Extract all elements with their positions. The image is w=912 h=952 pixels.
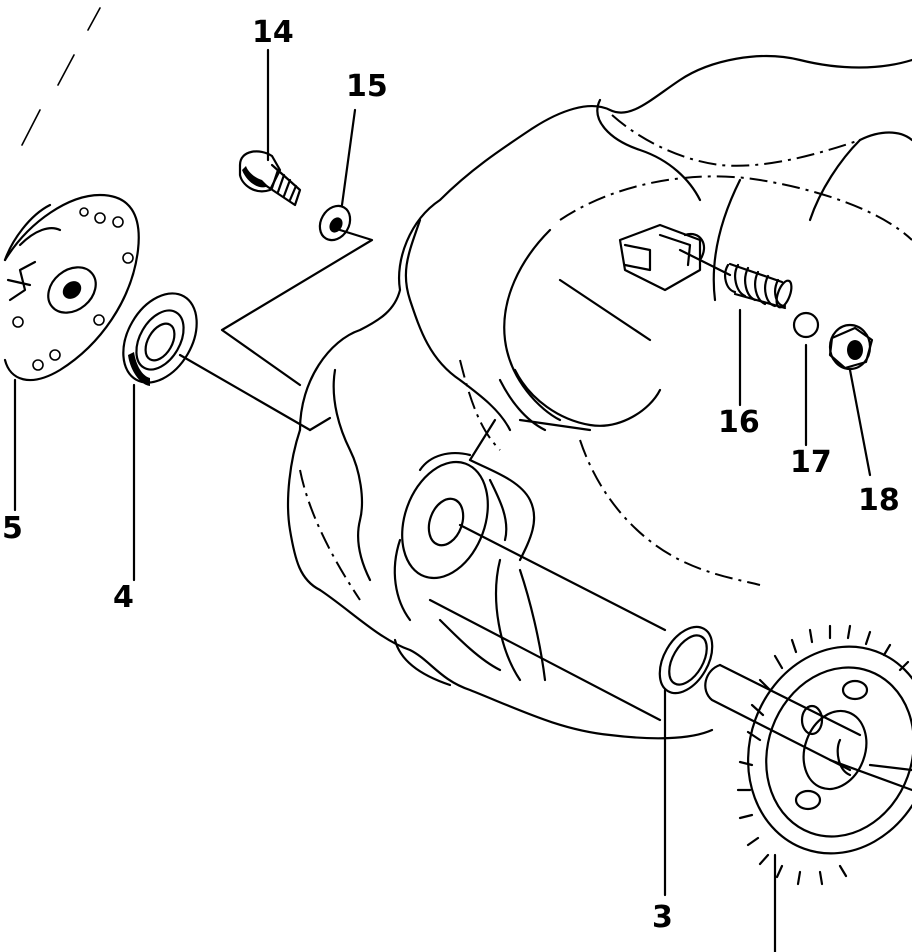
callout-14: 14 xyxy=(252,15,294,50)
bolt-part-14 xyxy=(238,48,302,207)
gear-shaft-assembly xyxy=(704,624,912,952)
bracket-leader xyxy=(220,228,374,387)
callout-5: 5 xyxy=(2,511,23,546)
callout-17: 17 xyxy=(790,445,832,480)
callout-3: 3 xyxy=(652,900,673,935)
plug-part-18 xyxy=(828,323,874,477)
pump-cover-part-5 xyxy=(3,193,140,512)
guide-dashed-line xyxy=(21,7,101,146)
shaft-line-bearing xyxy=(178,353,312,432)
washer-part-3 xyxy=(658,625,714,897)
callout-4: 4 xyxy=(113,580,134,615)
callout-15: 15 xyxy=(346,69,388,104)
shaft-line-washer xyxy=(458,523,667,632)
shaft-line-lower xyxy=(428,598,662,722)
ball-part-17 xyxy=(792,311,820,447)
spring-part-16 xyxy=(678,248,793,407)
crankcase-housing xyxy=(286,54,912,740)
washer-part-15 xyxy=(318,108,357,242)
shaft-line-end xyxy=(308,416,332,432)
callout-16: 16 xyxy=(718,405,760,440)
callout-18: 18 xyxy=(858,483,900,518)
bearing-part-4 xyxy=(122,292,198,582)
